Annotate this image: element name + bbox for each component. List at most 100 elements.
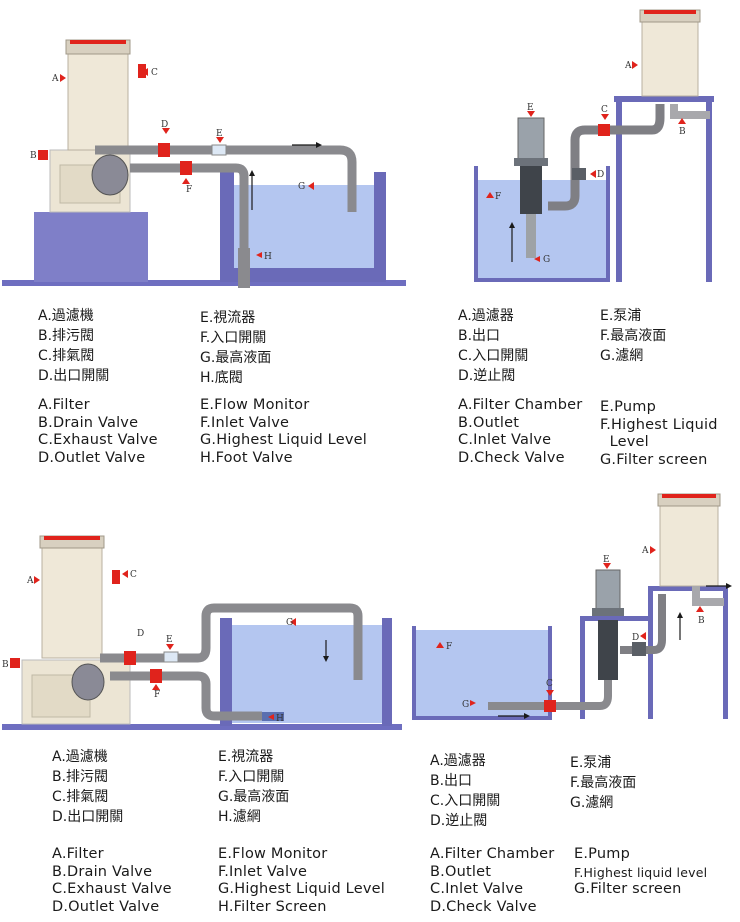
- foot-valve: [238, 248, 250, 288]
- callout-b: B: [679, 127, 686, 137]
- inlet-pipe: [130, 163, 249, 250]
- callout-marker-c: [122, 570, 128, 578]
- platform-top: [614, 96, 714, 102]
- tank-floor: [474, 278, 610, 282]
- callout-marker-f: [182, 178, 190, 184]
- callout-b: B: [2, 660, 9, 670]
- pump-motor: [595, 569, 621, 611]
- legend-en-2-col1: A.Filter Chamber B.Outlet C.Inlet Valve …: [458, 397, 582, 467]
- legend-item: G.Highest Liquid Level: [218, 881, 385, 897]
- legend-zh-1-col1: A.過濾機 B.排污閥 C.排氣閥 D.出口開關: [38, 306, 109, 386]
- callout-marker-a: [34, 576, 40, 584]
- pump-motor: [517, 117, 545, 161]
- callout-marker-f: [152, 684, 160, 690]
- legend-item: D.出口開關: [38, 368, 110, 384]
- legend-item: F.最高液面: [570, 775, 637, 791]
- legend-item: H.濾網: [218, 809, 261, 825]
- filter-screen: [526, 214, 536, 258]
- legend-item: B.Outlet: [430, 863, 492, 880]
- legend-item: B.出口: [458, 328, 501, 344]
- legend-en-4-col2: E.Pump F.Highest liquid level G.Filter s…: [574, 846, 707, 899]
- callout-f: F: [154, 690, 160, 700]
- callout-b: B: [30, 151, 37, 161]
- legend-item: F.Inlet Valve: [218, 863, 308, 880]
- platform-leg-left: [616, 102, 622, 282]
- callout-marker-e: [603, 563, 611, 569]
- platform-leg-right: [706, 102, 712, 282]
- diagram-top-right: A B C D E F G: [420, 0, 740, 290]
- callout-e: E: [166, 635, 173, 645]
- inlet-pipe: [488, 680, 612, 710]
- legend-item: A.過濾器: [430, 753, 486, 769]
- legend-item: D.逆止閥: [430, 813, 488, 829]
- tank-floor: [220, 268, 386, 282]
- callout-marker-c: [142, 68, 148, 76]
- tank-wall-right: [382, 618, 392, 726]
- drain-valve: [38, 150, 48, 160]
- floor: [2, 724, 402, 730]
- callout-f: F: [186, 185, 192, 195]
- callout-marker-g: [290, 618, 296, 626]
- outlet-pipe: [100, 603, 363, 680]
- legend-item: Level: [600, 434, 649, 450]
- tank-wall-left: [220, 172, 234, 282]
- legend-item: D.Outlet Valve: [38, 449, 146, 466]
- legend-item: C.排氣閥: [52, 789, 109, 805]
- lid-clamps: [70, 40, 126, 44]
- callout-marker-c: [601, 114, 609, 120]
- callout-marker-g: [534, 256, 540, 262]
- callout-a: A: [51, 74, 59, 84]
- callout-c: C: [130, 570, 137, 580]
- legend-item: A.過濾器: [458, 308, 514, 324]
- legend-item: B.Drain Valve: [52, 863, 153, 880]
- legend-item: D.出口開關: [52, 809, 124, 825]
- flow-monitor: [211, 144, 227, 156]
- callout-g: G: [286, 618, 293, 628]
- legend-item: D.Outlet Valve: [52, 898, 160, 915]
- callout-marker-d: [162, 128, 170, 134]
- inlet-pipe: [110, 671, 262, 721]
- legend-item: F.最高液面: [600, 328, 667, 344]
- legend-zh-4-col2: E.泵浦 F.最高液面 G.濾網: [570, 753, 636, 813]
- flow-monitor: [163, 651, 179, 663]
- flow-arrowhead: [524, 713, 530, 719]
- callout-marker-a: [60, 74, 66, 82]
- callout-f: F: [495, 192, 501, 202]
- legend-item: C.Exhaust Valve: [38, 432, 158, 448]
- legend-item: C.排氣閥: [38, 348, 95, 364]
- legend-item: C.入口開關: [430, 793, 501, 809]
- pump-outlet-pipe: [548, 104, 665, 211]
- inlet-valve: [544, 700, 556, 712]
- callout-h: H: [264, 252, 272, 262]
- pump-outlet-pipe: [620, 594, 666, 654]
- exhaust-valve: [112, 570, 120, 584]
- callout-a: A: [26, 576, 34, 586]
- legend-item: E.視流器: [200, 310, 256, 326]
- up-arrowhead: [677, 612, 683, 618]
- legend-item: G.Filter screen: [600, 451, 708, 468]
- callout-marker-g: [308, 182, 314, 190]
- legend-item: G.Filter screen: [574, 881, 682, 897]
- outlet-pipe: [670, 104, 710, 119]
- legend-item: H.底閥: [200, 370, 243, 386]
- legend-item: D.Check Valve: [430, 898, 537, 915]
- pump-platform-leg: [580, 621, 585, 719]
- legend-item: E.Pump: [574, 846, 630, 862]
- legend-item: A.過濾機: [38, 308, 94, 324]
- inlet-valve: [598, 124, 610, 136]
- callout-c: C: [151, 68, 158, 78]
- callout-marker-f: [436, 642, 444, 648]
- callout-marker-h: [268, 714, 274, 720]
- callout-d: D: [632, 633, 639, 643]
- legend-item: F.Inlet Valve: [200, 414, 290, 431]
- filter-body: [41, 545, 103, 659]
- filter-platform: [648, 586, 728, 591]
- tank-floor: [412, 716, 552, 720]
- legend-item: D.Check Valve: [458, 449, 565, 466]
- legend-en-2-col2: E.Pump F.Highest Liquid Level G.Filter s…: [600, 399, 718, 469]
- legend-item: C.入口開關: [458, 348, 529, 364]
- callout-marker-b: [696, 606, 704, 612]
- outlet-arrowhead: [726, 583, 732, 589]
- diagram-bottom-left: A B C D E F G H: [0, 530, 410, 735]
- legend-en-3-col1: A.Filter B.Drain Valve C.Exhaust Valve D…: [52, 846, 172, 916]
